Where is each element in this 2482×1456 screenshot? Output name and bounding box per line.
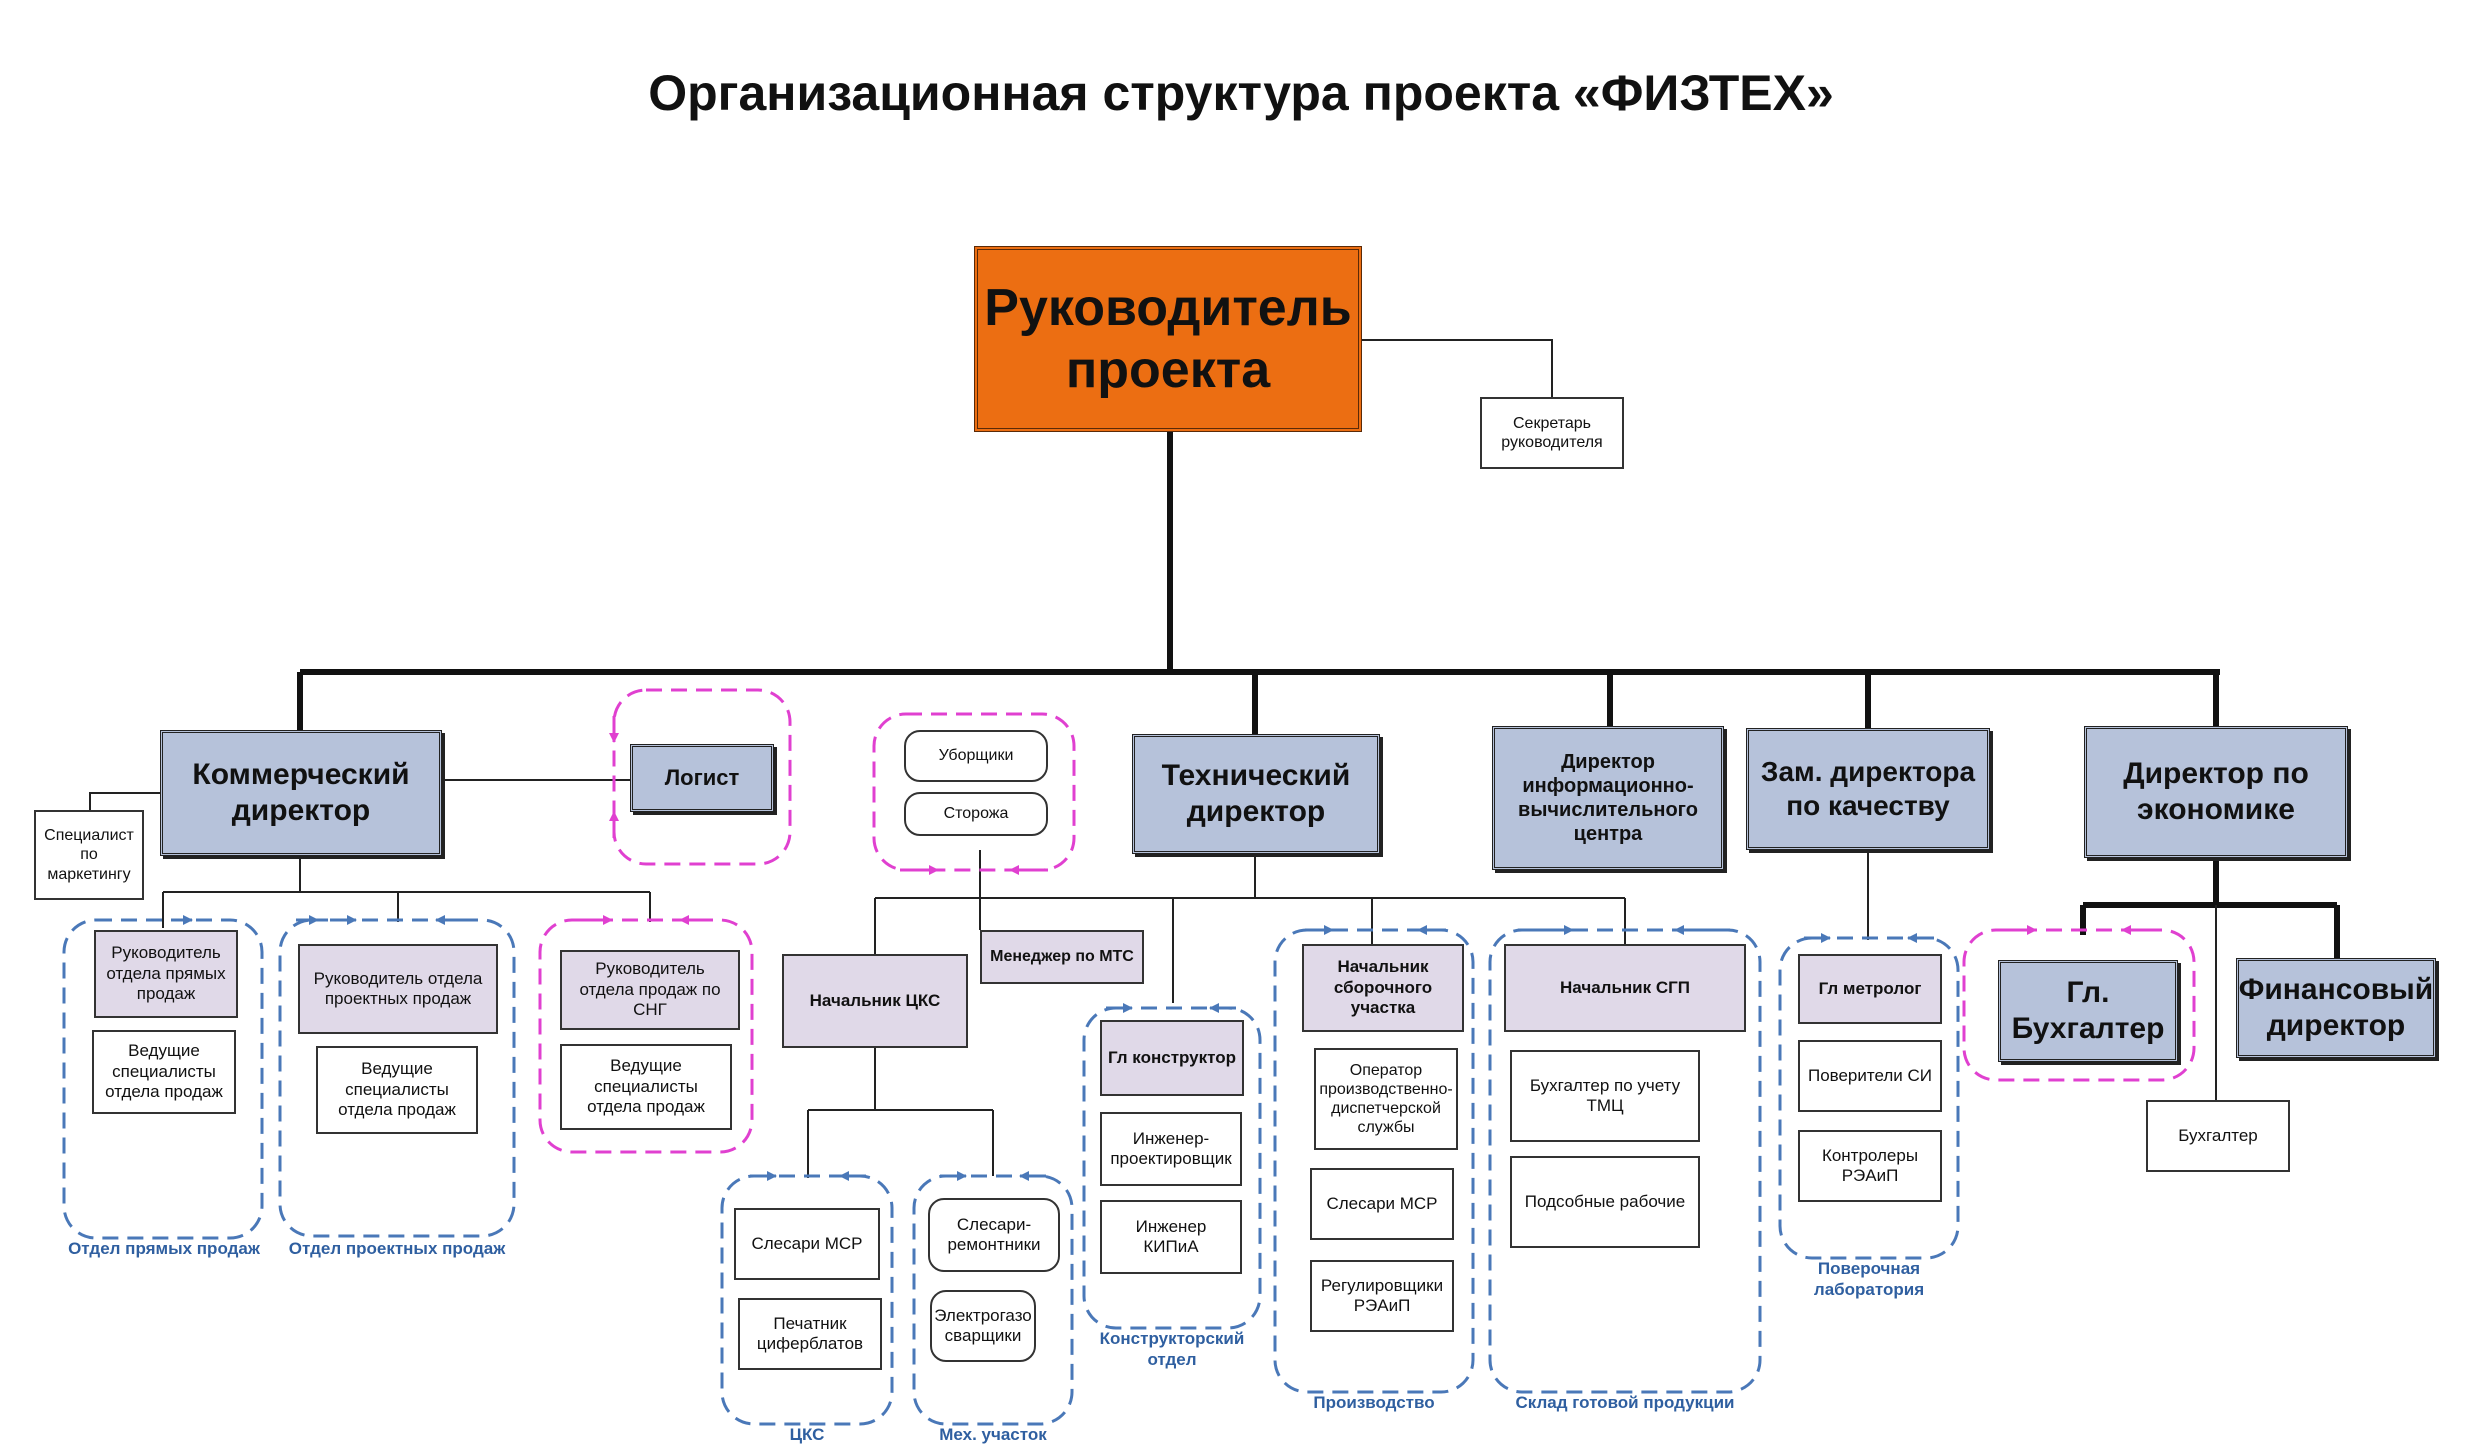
production-group-label: Производство <box>1313 1393 1435 1412</box>
mech-group-label: Мех. участок <box>939 1425 1047 1444</box>
marketing-specialist-box: Специалист по маркетингу <box>34 810 144 900</box>
direct-sales-head-box: Руководитель отдела прямых продаж <box>94 930 238 1018</box>
accountant-box: Бухгалтер <box>2146 1100 2290 1172</box>
chief-metrologist-box: Гл метролог <box>1798 954 1942 1024</box>
dispatcher-box: Оператор производственно-диспетчерской с… <box>1314 1048 1458 1150</box>
project-sales-staff-box: Ведущие специалисты отдела продаж <box>316 1046 478 1134</box>
commercial-director-box: Коммерческий директор <box>160 730 442 856</box>
logist-box: Логист <box>630 744 774 812</box>
project-head-box: Руководитель проекта <box>974 246 1362 432</box>
direct-sales-staff-box: Ведущие специалисты отдела продаж <box>92 1030 236 1114</box>
warehouse-group-label: Склад готовой продукции <box>1515 1393 1735 1412</box>
cks-head-box: Начальник ЦКС <box>782 954 968 1048</box>
repair-fitters-box: Слесари-ремонтники <box>928 1198 1060 1272</box>
quality-director-box: Зам. директора по качеству <box>1746 728 1990 850</box>
welders-box: Электрогазо сварщики <box>930 1290 1036 1362</box>
cleaners-box: Уборщики <box>904 730 1048 782</box>
design-engineer-box: Инженер-проектировщик <box>1100 1112 1242 1186</box>
kipia-engineer-box: Инженер КИПиА <box>1100 1200 1242 1274</box>
controllers-box: Контролеры РЭАиП <box>1798 1130 1942 1202</box>
it-director-box: Директор информационно-вычислительного ц… <box>1492 726 1724 870</box>
cks-fitters-box: Слесари МСР <box>734 1208 880 1280</box>
lab-group-label: Поверочная лаборатория <box>1813 1259 1925 1300</box>
chief-designer-box: Гл конструктор <box>1100 1020 1244 1096</box>
secretary-box: Секретарь руководителя <box>1480 397 1624 469</box>
direct-sales-group-label: Отдел прямых продаж <box>68 1239 260 1258</box>
mts-manager-box: Менеджер по МТС <box>980 930 1144 984</box>
chief-accountant-box: Гл. Бухгалтер <box>1998 960 2178 1062</box>
cis-sales-staff-box: Ведущие специалисты отдела продаж <box>560 1044 732 1130</box>
finance-director-box: Финансовый директор <box>2236 958 2436 1058</box>
warehouse-head-box: Начальник СГП <box>1504 944 1746 1032</box>
technical-director-box: Технический директор <box>1132 734 1380 854</box>
dial-printer-box: Печатник циферблатов <box>738 1298 882 1370</box>
si-checkers-box: Поверители СИ <box>1798 1040 1942 1112</box>
assembly-head-box: Начальник сборочного участка <box>1302 944 1464 1032</box>
cis-sales-head-box: Руководитель отдела продаж по СНГ <box>560 950 740 1030</box>
adjusters-box: Регулировщики РЭАиП <box>1310 1260 1454 1332</box>
page-title: Организационная структура проекта «ФИЗТЕ… <box>648 65 1834 121</box>
economics-director-box: Директор по экономике <box>2084 726 2348 858</box>
cks-group-label: ЦКС <box>789 1425 825 1444</box>
guards-box: Сторожа <box>904 792 1048 836</box>
project-sales-head-box: Руководитель отдела проектных продаж <box>298 944 498 1034</box>
helpers-box: Подсобные рабочие <box>1510 1156 1700 1248</box>
tmc-accountant-box: Бухгалтер по учету ТМЦ <box>1510 1050 1700 1142</box>
project-sales-group-label: Отдел проектных продаж <box>288 1239 506 1258</box>
design-group-label: Конструкторский отдел <box>1099 1329 1245 1370</box>
production-fitters-box: Слесари МСР <box>1310 1168 1454 1240</box>
